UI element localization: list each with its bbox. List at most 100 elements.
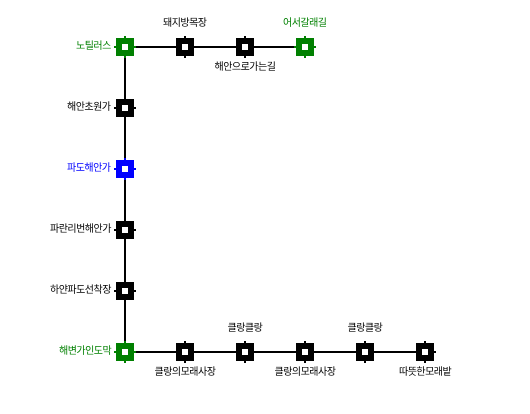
station-label-s12: 클랑의모래사장 — [274, 367, 336, 378]
station-label-s8: 하얀파도선착장 — [50, 285, 111, 296]
station-center — [122, 166, 128, 172]
station-s6[interactable] — [114, 158, 136, 180]
station-notch — [304, 361, 306, 363]
station-center — [182, 44, 188, 50]
station-label-s14: 따뜻한모래밭 — [399, 367, 452, 378]
station-notch — [304, 341, 306, 343]
station-notch — [124, 239, 126, 241]
station-s2[interactable] — [174, 36, 196, 58]
station-label-s13: 클랑클랑 — [347, 323, 383, 334]
station-notch — [124, 280, 126, 282]
station-notch — [114, 290, 116, 292]
station-center — [242, 349, 248, 355]
station-notch — [424, 341, 426, 343]
station-notch — [434, 351, 436, 353]
station-label-s11: 클랑클랑 — [227, 323, 263, 334]
station-label-s10: 클랑의모래사장 — [154, 367, 216, 378]
station-notch — [244, 36, 246, 38]
station-notch — [194, 351, 196, 353]
station-notch — [114, 351, 116, 353]
station-label-s3: 해안으로가는길 — [214, 62, 276, 73]
station-center — [302, 44, 308, 50]
station-label-s9: 해변가인도막 — [59, 346, 112, 357]
station-notch — [114, 46, 116, 48]
station-s10[interactable] — [174, 341, 196, 363]
station-center — [422, 349, 428, 355]
station-notch — [254, 351, 256, 353]
station-notch — [414, 351, 416, 353]
station-notch — [354, 351, 356, 353]
station-notch — [134, 290, 136, 292]
station-label-s4: 어서갈래길 — [283, 18, 327, 29]
station-s8[interactable] — [114, 280, 136, 302]
station-notch — [194, 46, 196, 48]
station-notch — [114, 229, 116, 231]
station-notch — [134, 107, 136, 109]
station-notch — [184, 36, 186, 38]
station-center — [122, 105, 128, 111]
station-notch — [244, 56, 246, 58]
station-notch — [364, 341, 366, 343]
station-notch — [124, 219, 126, 221]
station-notch — [234, 46, 236, 48]
station-notch — [184, 361, 186, 363]
station-notch — [124, 117, 126, 119]
station-notch — [314, 46, 316, 48]
station-notch — [124, 178, 126, 180]
station-s9[interactable] — [114, 341, 136, 363]
station-notch — [244, 341, 246, 343]
station-center — [122, 44, 128, 50]
station-label-s6: 파도해안가 — [67, 163, 111, 174]
station-notch — [304, 56, 306, 58]
station-notch — [424, 361, 426, 363]
station-s4[interactable] — [294, 36, 316, 58]
station-notch — [124, 97, 126, 99]
station-notch — [134, 351, 136, 353]
station-notch — [124, 158, 126, 160]
station-s5[interactable] — [114, 97, 136, 119]
station-notch — [374, 351, 376, 353]
station-notch — [124, 341, 126, 343]
station-label-s5: 해안초원가 — [67, 102, 111, 113]
station-notch — [134, 168, 136, 170]
station-s11[interactable] — [234, 341, 256, 363]
station-notch — [234, 351, 236, 353]
station-s1[interactable] — [114, 36, 136, 58]
station-notch — [184, 341, 186, 343]
station-center — [302, 349, 308, 355]
station-s14[interactable] — [414, 341, 436, 363]
station-notch — [124, 36, 126, 38]
station-notch — [134, 46, 136, 48]
station-label-s7: 파란리번해안가 — [50, 224, 111, 235]
station-notch — [134, 229, 136, 231]
station-s3[interactable] — [234, 36, 256, 58]
station-center — [362, 349, 368, 355]
station-notch — [294, 351, 296, 353]
station-notch — [244, 361, 246, 363]
station-notch — [124, 300, 126, 302]
station-center — [122, 349, 128, 355]
station-s12[interactable] — [294, 341, 316, 363]
station-notch — [254, 46, 256, 48]
station-notch — [294, 46, 296, 48]
station-center — [182, 349, 188, 355]
station-s13[interactable] — [354, 341, 376, 363]
station-notch — [124, 56, 126, 58]
station-notch — [184, 56, 186, 58]
station-notch — [124, 361, 126, 363]
station-notch — [314, 351, 316, 353]
station-notch — [174, 351, 176, 353]
station-notch — [364, 361, 366, 363]
station-center — [122, 288, 128, 294]
station-notch — [114, 107, 116, 109]
station-label-s2: 돼지방목장 — [163, 18, 207, 29]
station-s7[interactable] — [114, 219, 136, 241]
station-center — [242, 44, 248, 50]
station-center — [122, 227, 128, 233]
station-notch — [114, 168, 116, 170]
station-notch — [174, 46, 176, 48]
station-notch — [304, 36, 306, 38]
station-label-s1: 노틸러스 — [76, 41, 111, 52]
